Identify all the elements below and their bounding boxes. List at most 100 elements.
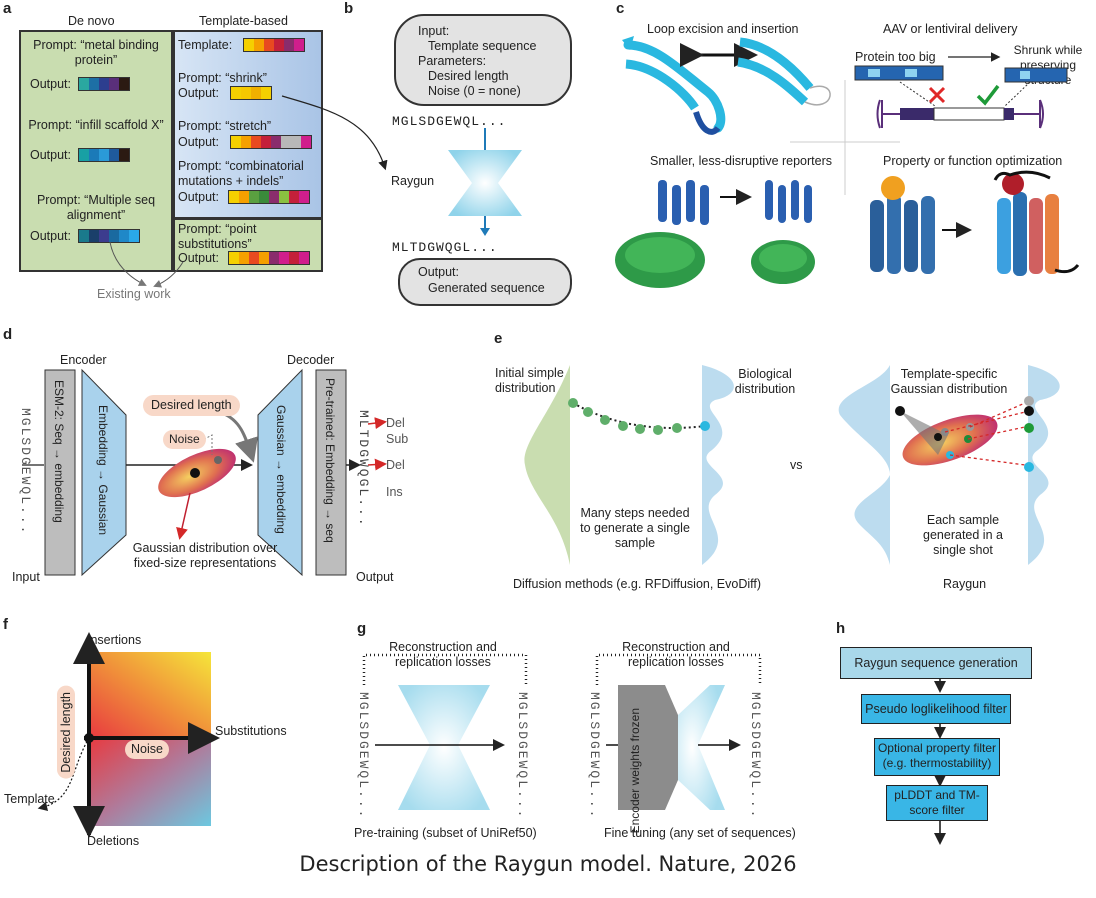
flow-step-2: Pseudo loglikelihood filter	[861, 694, 1011, 724]
output-line-1: Generated sequence	[428, 281, 545, 295]
denovo-prompt-3: Prompt: “Multiple seq alignment”	[36, 193, 156, 222]
raygun-hourglass	[448, 128, 522, 236]
single-shot-label: Each sample generated in a single shot	[923, 513, 1003, 557]
panel-label-e: e	[494, 330, 503, 347]
noise-pill-f: Noise	[125, 740, 169, 759]
panel-label-h: h	[836, 620, 846, 637]
template-gaussian-label: Template-specific Gaussian distribution	[890, 367, 1008, 396]
output-label-2: Output:	[30, 148, 71, 162]
sequence-cells	[230, 86, 272, 100]
figure-caption: Description of the Raygun model. Nature,…	[299, 852, 797, 876]
template-box	[173, 30, 323, 219]
gauss-emb-label: Gaussian → embedding	[274, 405, 288, 534]
template-prompt-3: Prompt: “combinatorial mutations + indel…	[178, 159, 304, 188]
pretrained-label: Pre-trained: Embedding → seq	[323, 378, 337, 543]
input-line-2: Parameters:	[418, 54, 487, 68]
denovo-prompt-1: Prompt: “metal binding protein”	[33, 38, 159, 67]
deletions-label: Deletions	[87, 834, 140, 848]
existing-work-label: Existing work	[97, 287, 171, 301]
membrane-protein-icon	[870, 176, 935, 274]
seq-vertical-4: MGLSDGEWQL...	[748, 692, 763, 820]
vs-label: vs	[790, 458, 803, 472]
template-cells	[243, 38, 305, 52]
distribution-diagram	[524, 365, 1060, 565]
cross-icon	[928, 86, 946, 104]
template-prompt-2: Prompt: “stretch”	[178, 119, 272, 133]
raygun-label-e: Raygun	[943, 577, 987, 591]
template-header: Template-based	[199, 14, 288, 28]
panel-label-a: a	[3, 0, 12, 17]
seq-vertical-3: MGLSDGEWQL...	[587, 692, 602, 820]
loop-strand-icon	[622, 36, 726, 135]
output-label-4: Output:	[178, 86, 219, 100]
output-label-3: Output:	[30, 229, 71, 243]
panel-label-c: c	[616, 0, 625, 17]
seq-vertical-1: MGLSDGEWQL...	[356, 692, 371, 820]
reporters-label: Smaller, less-disruptive reporters	[650, 154, 833, 168]
seq-vertical-2: MGLSDGEWQL...	[515, 692, 530, 820]
optimized-protein-icon	[993, 170, 1080, 276]
input-box	[394, 14, 572, 106]
sequence-cells	[228, 190, 310, 204]
desired-length-pill-f: Desired length	[57, 686, 75, 779]
encoder-frozen-label: Encoder weights frozen	[628, 708, 642, 834]
del-label-1: Del	[386, 416, 405, 430]
noise-pill: Noise	[163, 430, 206, 449]
biological-distribution-shape	[702, 365, 734, 565]
encoder-decoder-diagram	[22, 368, 387, 577]
loop-strand-icon	[737, 37, 831, 106]
reporter-protein-icon	[751, 180, 815, 284]
property-label: Property or function optimization	[883, 154, 1063, 168]
initial-distribution-shape	[524, 365, 570, 565]
output-sequence: MLTDGWQGL...	[392, 240, 498, 255]
input-line-4: Noise (0 = none)	[428, 84, 521, 98]
input-sequence: MGLSDGEWQL...	[392, 114, 507, 129]
emb-gauss-label: Embedding → Gaussian	[96, 405, 110, 536]
biological-distribution-label: Biological distribution	[734, 367, 796, 396]
flow-step-3: Optional property filter (e.g. thermosta…	[874, 738, 1000, 776]
esm-label: ESM-2: Seq → embedding	[52, 380, 66, 523]
sub-label: Sub	[386, 432, 409, 446]
sequence-cells	[78, 77, 130, 91]
denovo-header: De novo	[68, 14, 115, 28]
output-title: Output:	[418, 265, 459, 279]
encoder-label: Encoder	[60, 353, 107, 367]
pretraining-label: Pre-training (subset of UniRef50)	[354, 826, 537, 840]
flow-step-4: pLDDT and TM-score filter	[886, 785, 988, 821]
diffusion-methods-label: Diffusion methods (e.g. RFDiffusion, Evo…	[513, 577, 762, 591]
raygun-label: Raygun	[391, 174, 435, 188]
output-label: Output	[356, 570, 394, 584]
input-title: Input:	[418, 24, 450, 38]
panel-label-g: g	[357, 620, 367, 637]
too-big-label: Protein too big	[855, 50, 936, 64]
output-label-6: Output:	[178, 190, 219, 204]
del-label-2: Del	[386, 458, 405, 472]
panel-label-d: d	[3, 326, 13, 343]
flow-step-1: Raygun sequence generation	[840, 647, 1032, 679]
substitutions-label: Substitutions	[215, 724, 287, 738]
check-icon	[976, 84, 1000, 106]
losses-label-2: Reconstruction and replication losses	[622, 640, 730, 669]
sequence-cells	[78, 148, 130, 162]
desired-length-pill: Desired length	[143, 395, 240, 416]
losses-label-1: Reconstruction and replication losses	[389, 640, 497, 669]
reporter-protein-icon	[615, 180, 709, 288]
many-steps-label: Many steps needed to generate a single s…	[580, 506, 690, 550]
panel-c-illustrations	[615, 36, 1080, 288]
template-prompt-4: Prompt: “point substitutions”	[178, 222, 257, 251]
gaussian-distribution-label: Gaussian distribution over fixed-size re…	[132, 541, 278, 570]
panel-label-b: b	[344, 0, 354, 17]
input-line-3: Desired length	[428, 69, 509, 83]
sequence-cells	[230, 135, 312, 149]
panel-label-f: f	[3, 616, 8, 633]
aav-label: AAV or lentiviral delivery	[883, 22, 1018, 36]
output-label-5: Output:	[178, 135, 219, 149]
sequence-cells	[78, 229, 140, 243]
loop-excision-label: Loop excision and insertion	[647, 22, 799, 36]
insertions-label: Insertions	[87, 633, 142, 647]
template-label: Template:	[178, 38, 233, 52]
template-prompt-1: Prompt: “shrink”	[178, 71, 267, 85]
sequence-cells	[228, 251, 310, 265]
input-line-1: Template sequence	[428, 39, 537, 53]
